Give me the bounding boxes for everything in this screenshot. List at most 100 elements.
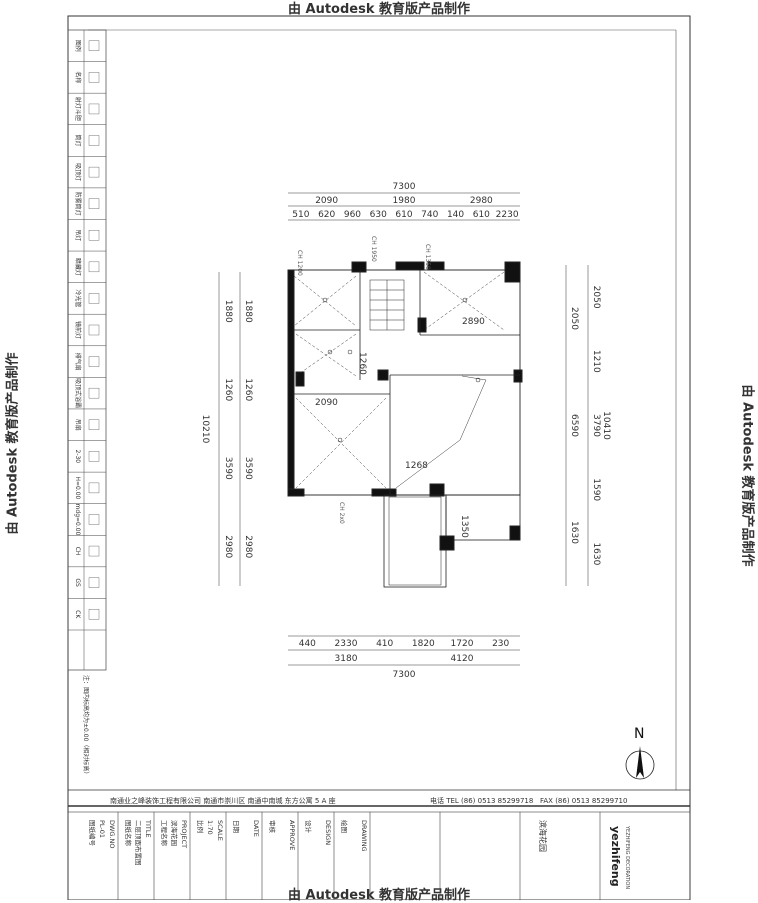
legend-symbol xyxy=(89,104,99,114)
legend-symbol xyxy=(89,325,99,335)
legend-label: 排气扇 xyxy=(74,353,82,371)
dimension-label: 510 xyxy=(292,210,309,220)
legend-symbol xyxy=(89,293,99,303)
dimension-label: 10410 xyxy=(601,411,611,440)
legend-symbol xyxy=(89,357,99,367)
dimension-label: 1260 xyxy=(243,378,253,401)
dimension-label: 1590 xyxy=(591,478,601,501)
dimension-label: 440 xyxy=(299,639,316,649)
dimension-overall: 7300 xyxy=(393,182,416,192)
dimension-label: 610 xyxy=(395,210,412,220)
title-block-field: DWG.NO xyxy=(108,820,116,849)
legend-symbol xyxy=(89,609,99,619)
dimension-label: 2980 xyxy=(470,196,493,206)
legend-label: 吊扇 xyxy=(74,419,82,431)
dimension-label: 2050 xyxy=(569,307,579,330)
legend-label: 吊灯 xyxy=(74,229,82,241)
dimension-label: 1720 xyxy=(451,639,474,649)
title-block-field: DESIGN xyxy=(324,820,332,845)
dimension-label: 3590 xyxy=(223,457,233,480)
legend-symbol xyxy=(89,262,99,272)
dimension-label: 740 xyxy=(421,210,438,220)
title-block-field: 设计 xyxy=(304,820,313,834)
dimension-overall: 7300 xyxy=(393,670,416,680)
room-label-2890: 2890 xyxy=(462,317,485,327)
dimension-label: 1880 xyxy=(223,300,233,323)
legend-label: CH xyxy=(74,547,81,556)
ceiling-diagonals xyxy=(294,272,504,488)
title-block-field: PL-01 xyxy=(98,820,106,838)
dimension-label: 2090 xyxy=(315,196,338,206)
title-block-field: DATE xyxy=(252,820,260,837)
title-block-field: 图纸编号 xyxy=(88,820,97,847)
legend-symbol xyxy=(89,546,99,556)
dimension-label: 410 xyxy=(376,639,393,649)
legend-label: 图例 xyxy=(74,40,82,52)
legend-symbol xyxy=(89,451,99,461)
client-name: 滨海花园 xyxy=(538,820,548,852)
legend-label: 镜前灯 xyxy=(74,321,82,339)
company-fax: FAX (86) 0513 85299710 xyxy=(540,797,627,805)
legend-label: 名称 xyxy=(74,71,82,83)
ch-tag: CH 1200 xyxy=(296,250,303,276)
angled-line xyxy=(396,376,486,488)
balcony xyxy=(384,495,446,587)
title-block-field: 工程名称 xyxy=(160,820,169,847)
legend-symbol xyxy=(89,72,99,82)
staircase xyxy=(370,280,404,330)
dimension-label: 2980 xyxy=(243,535,253,558)
dimension-label: 2230 xyxy=(496,210,519,220)
dimension-label: 960 xyxy=(344,210,361,220)
legend-label: 筒灯 xyxy=(74,135,82,147)
legend-symbol xyxy=(89,167,99,177)
company-logo-sub: YEZHIFENG DECORATION xyxy=(624,825,630,889)
north-label: N xyxy=(634,726,644,742)
dimension-label: 1210 xyxy=(591,350,601,373)
room-label-2090: 2090 xyxy=(315,398,338,408)
legend-label: GS xyxy=(74,578,81,587)
dimension-label: 3590 xyxy=(243,457,253,480)
legend-label: H=0.00 xyxy=(74,476,81,499)
title-block-field: SCALE xyxy=(216,820,224,841)
title-block-field: 滨海花园 xyxy=(170,820,179,846)
title-block-field: 二层顶面布置图 xyxy=(134,820,143,866)
dimension-label: 2050 xyxy=(591,286,601,309)
north-arrow: N xyxy=(626,726,654,779)
legend-label: 防雾筒灯 xyxy=(74,192,82,216)
dimension-label: 3180 xyxy=(335,654,358,664)
title-block-field: 1:70 xyxy=(206,820,214,835)
dimension-label: 2980 xyxy=(223,535,233,558)
light-fixtures xyxy=(323,298,480,442)
legend-table: 图例名称射灯斗胆筒灯吸顶灯防雾筒灯吊灯暗藏灯冷光管镜前灯排气扇吸顶式浴霸吊扇2-… xyxy=(68,30,106,777)
legend-note: 注：图内标高均为±0.00（相对标高） xyxy=(82,675,90,777)
legend-label: 冷光管 xyxy=(74,289,82,307)
company-phone: 电话 TEL (86) 0513 85299718 xyxy=(430,796,533,805)
legend-label: 射灯斗胆 xyxy=(74,97,82,121)
title-block-field: 比例 xyxy=(196,820,205,833)
dimension-label: 230 xyxy=(492,639,509,649)
legend-symbol xyxy=(89,578,99,588)
dimension-label: 6590 xyxy=(569,414,579,437)
title-block-field: APPROVE xyxy=(288,820,296,850)
dimension-label: 10210 xyxy=(200,415,210,444)
company-address: 南通业之峰装饰工程有限公司 南通市崇川区 南通中南城 东方公寓 5 A 座 xyxy=(110,796,336,805)
dimension-label: 4120 xyxy=(451,654,474,664)
legend-label: 吸顶式浴霸 xyxy=(74,378,82,408)
legend-symbol xyxy=(89,41,99,51)
wall-left xyxy=(288,270,294,495)
title-block-field: DRAWING xyxy=(360,820,368,852)
legend-symbol xyxy=(89,388,99,398)
floor-plan xyxy=(288,262,522,587)
dimension-label: 1820 xyxy=(412,639,435,649)
legend-label: 吸顶灯 xyxy=(74,163,82,181)
legend-symbol xyxy=(89,136,99,146)
dimension-label: 1260 xyxy=(223,378,233,401)
dimension-label: 2330 xyxy=(335,639,358,649)
legend-label: mdg=0.00 xyxy=(74,504,81,536)
ch-tag: CH 2x0 xyxy=(338,502,345,524)
company-logo: yezhifeng xyxy=(609,826,622,887)
dimension-label: 630 xyxy=(370,210,387,220)
room-label-1350: 1350 xyxy=(459,515,469,538)
legend-symbol xyxy=(89,514,99,524)
legend-symbol xyxy=(89,230,99,240)
